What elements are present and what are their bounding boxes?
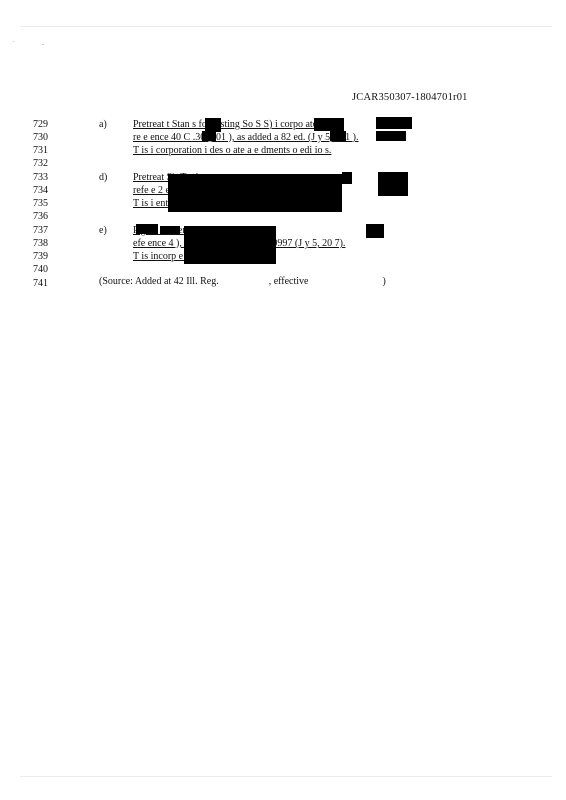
source-note: (Source: Added at 42 Ill. Reg. , effectiv…	[99, 276, 386, 288]
document-code: JCAR350307-1804701r01	[352, 92, 468, 103]
line-number: 740	[33, 264, 48, 275]
redaction-block	[184, 226, 276, 264]
redaction-block	[136, 224, 158, 234]
scan-edge-top	[20, 26, 552, 27]
line-number: 736	[33, 211, 48, 222]
redaction-block	[160, 226, 180, 234]
redaction-block	[330, 131, 346, 141]
redaction-block	[366, 224, 384, 238]
redaction-block	[202, 131, 216, 141]
line-number: 738	[33, 238, 48, 249]
redaction-block	[376, 131, 406, 141]
redaction-block	[205, 118, 221, 132]
scan-speck: ·	[12, 38, 15, 46]
source-close: )	[382, 276, 386, 287]
line-number: 739	[33, 251, 48, 262]
redaction-block	[376, 117, 412, 129]
text-line: Pretreat t Stan s for xisting So S S) i …	[133, 119, 332, 130]
source-prefix: (Source: Added at 42 Ill. Reg.	[99, 276, 219, 287]
subsection-marker: d)	[99, 172, 108, 183]
subsection-marker: e)	[99, 225, 107, 236]
redaction-block	[168, 174, 342, 212]
line-number: 731	[33, 145, 48, 156]
source-effective: , effective	[268, 276, 309, 287]
line-number: 735	[33, 198, 48, 209]
scan-edge-bottom	[20, 776, 552, 777]
subsection-marker: a)	[99, 119, 107, 130]
line-number: 732	[33, 158, 48, 169]
line-number: 729	[33, 119, 48, 130]
line-number: 741	[33, 278, 48, 289]
redaction-block	[378, 172, 408, 196]
line-number: 734	[33, 185, 48, 196]
redaction-block	[342, 172, 352, 184]
line-number: 730	[33, 132, 48, 143]
redaction-block	[314, 118, 344, 131]
line-number: 737	[33, 225, 48, 236]
text-line: re e ence 40 C .30 (201 ), as added a 82…	[133, 132, 359, 143]
text-line: T is i corporation i des o ate a e dment…	[133, 145, 332, 156]
scan-speck: -	[42, 40, 45, 48]
line-number: 733	[33, 172, 48, 183]
